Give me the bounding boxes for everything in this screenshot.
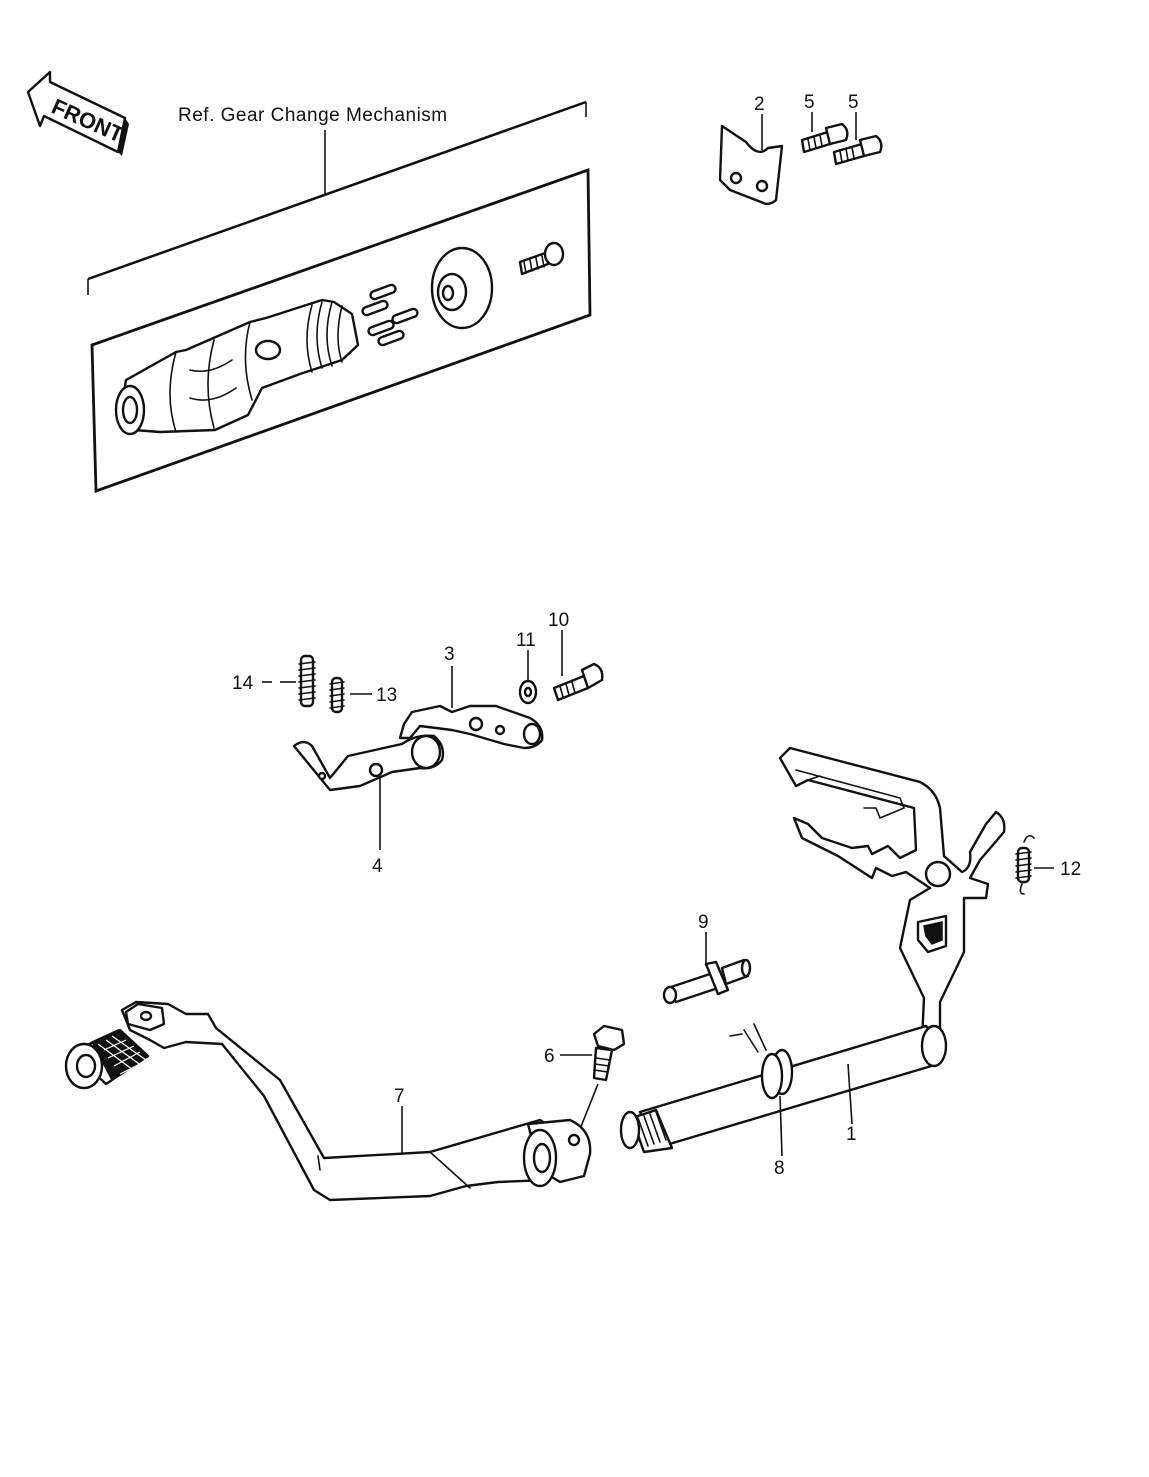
callout-4: 4 — [372, 856, 383, 877]
callout-14: 14 — [232, 673, 254, 694]
part-9-pin: 9 — [662, 912, 752, 1005]
callout-12: 12 — [1060, 859, 1081, 880]
part-2-plate: 2 — [718, 94, 784, 206]
shift-pins — [361, 283, 419, 347]
part-7-shift-pedal: 7 — [64, 1000, 592, 1202]
part-11-washer: 11 — [516, 630, 538, 705]
callout-6: 6 — [544, 1046, 555, 1067]
drum-plate — [430, 246, 494, 330]
callout-7: 7 — [394, 1086, 405, 1107]
callout-5a: 5 — [804, 92, 815, 113]
part-10-bolt: 10 — [548, 610, 604, 702]
part-13-spring: 13 — [329, 676, 397, 714]
callout-11: 11 — [516, 630, 536, 651]
front-arrow-icon: FRONT — [26, 70, 129, 156]
callout-13: 13 — [376, 685, 397, 706]
part-5-screw-b: 5 — [832, 92, 883, 166]
drum-screw — [518, 241, 565, 276]
shift-drum — [114, 298, 360, 436]
callout-10: 10 — [548, 610, 569, 631]
callout-5b: 5 — [848, 92, 859, 113]
callout-8: 8 — [774, 1158, 785, 1179]
part-4-lever: 4 — [292, 734, 445, 877]
part-6-bolt: 6 — [544, 1024, 626, 1135]
callout-2: 2 — [754, 94, 765, 115]
part-14-spring: 14 — [232, 654, 316, 708]
callout-9: 9 — [698, 912, 709, 933]
reference-title: Ref. Gear Change Mechanism — [178, 105, 448, 126]
part-5-screw-a: 5 — [800, 92, 849, 154]
part-12-spring: 12 — [1015, 834, 1081, 895]
part-1-shift-shaft: 1 — [619, 746, 1006, 1154]
callout-1: 1 — [846, 1124, 857, 1145]
callout-3: 3 — [444, 644, 455, 665]
part-3-lever: 3 — [398, 644, 544, 750]
reference-panel: Ref. Gear Change Mechanism — [87, 100, 592, 493]
part-8-clip: 8 — [729, 1023, 794, 1179]
